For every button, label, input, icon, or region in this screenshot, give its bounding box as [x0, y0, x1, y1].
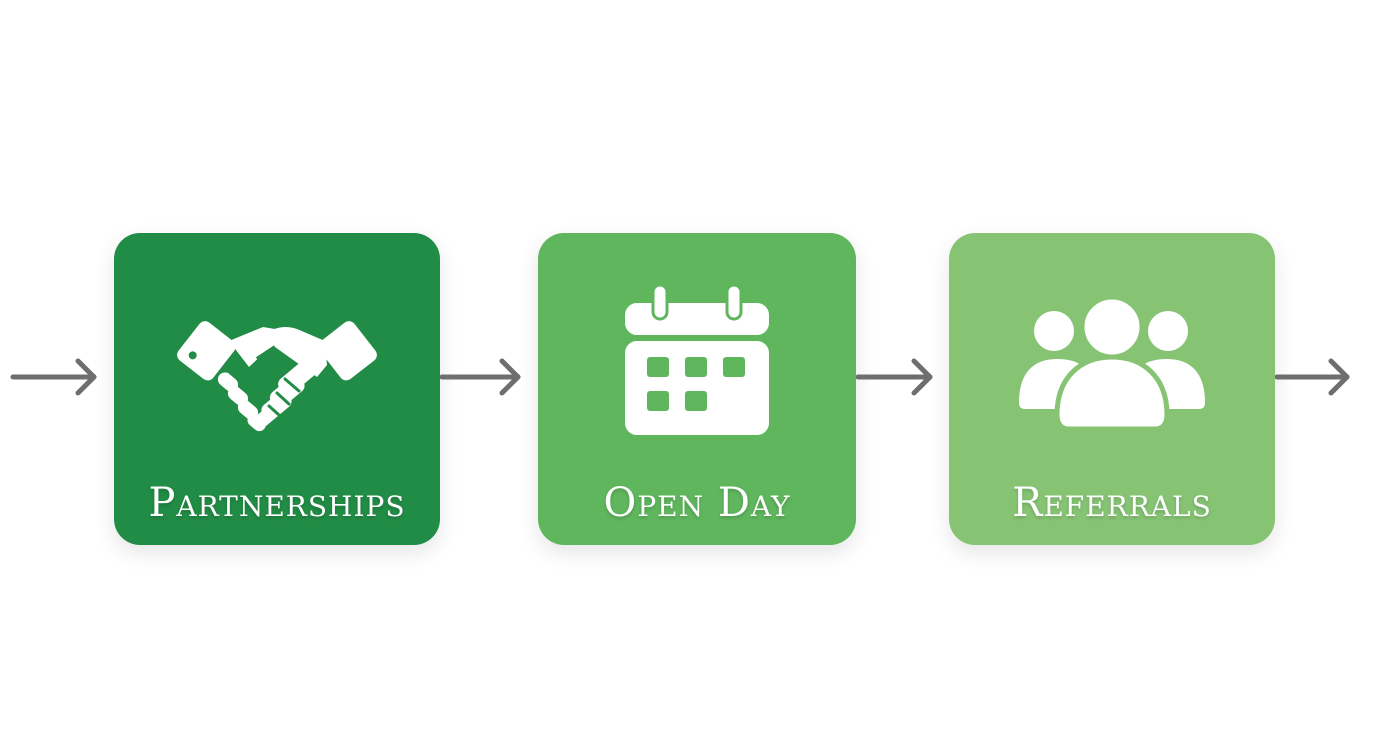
step-label-partnerships: Partnerships	[148, 480, 406, 526]
handshake-icon	[177, 321, 377, 432]
arrow-out	[1275, 358, 1350, 396]
step-label-open-day: Open Day	[603, 480, 791, 526]
people-group-icon	[1019, 295, 1205, 432]
step-box-open-day: Open Day	[538, 233, 856, 545]
arrow-2-to-3	[856, 358, 933, 396]
arrow-in	[10, 358, 97, 396]
arrow-1-to-2	[440, 358, 521, 396]
step-box-referrals: Referrals	[949, 233, 1275, 545]
step-box-partnerships: Partnerships	[114, 233, 440, 545]
step-label-referrals: Referrals	[1012, 480, 1212, 526]
calendar-icon	[625, 285, 769, 435]
